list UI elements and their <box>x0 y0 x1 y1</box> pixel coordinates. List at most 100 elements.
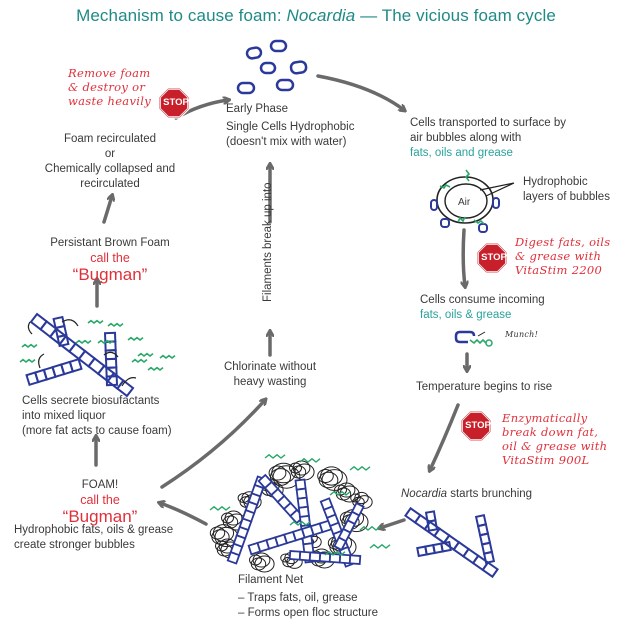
digest-line1: Digest fats, oils <box>515 235 611 249</box>
chlorinate-node: Chlorinate without heavy wasting <box>200 360 340 390</box>
recirculated-line4: recirculated <box>80 178 140 190</box>
arrow-temp-to-branch <box>430 403 460 470</box>
filament-cell <box>426 519 439 532</box>
fat-squiggle <box>324 550 346 556</box>
foam-node: FOAM! call the “Bugman” <box>40 478 160 526</box>
bubble-callout-line2: layers of bubbles <box>523 191 610 203</box>
fat-squiggle <box>97 339 114 345</box>
munch-label: Munch! <box>505 330 539 339</box>
filament-cell <box>56 333 70 348</box>
filaments-break-up-label: Filaments break up into <box>262 182 274 302</box>
branching-node: Nocardia starts brunching <box>401 487 532 502</box>
filament-cell <box>115 379 135 398</box>
filament-cell <box>104 349 118 361</box>
enzymatic-line1: Enzymatically <box>502 411 588 425</box>
filament-cell <box>433 527 451 545</box>
stop-label-2: STOP <box>481 252 507 263</box>
enzymatic-line4: VitaStim 900L <box>502 453 590 467</box>
filament-cell <box>404 506 422 524</box>
biosurf-line3: (more fat acts to cause foam) <box>22 425 172 437</box>
consume-node: Cells consume incoming fats, oils & grea… <box>420 293 545 323</box>
digest-line3: VitaStim 2200 <box>515 263 603 277</box>
fat-squiggle <box>19 358 36 364</box>
fat-squiggle <box>289 520 311 526</box>
fat-squiggle <box>349 465 371 471</box>
remove-action-line3: waste heavily <box>68 94 152 108</box>
enzymatic-action: Enzymatically break down fat, oil & grea… <box>502 411 607 467</box>
remove-action-line2: & destroy or <box>68 80 146 94</box>
secretion-arrows <box>27 319 137 387</box>
arrow-foam-to-chlorinate <box>160 400 265 489</box>
foam-call-the: call the <box>80 493 120 507</box>
filament-cell <box>288 550 302 561</box>
filament-cell <box>348 554 362 565</box>
biosurf-line2: into mixed liquor <box>22 410 106 422</box>
remove-foam-action: Remove foam & destroy or waste heavily <box>68 66 151 108</box>
enzymatic-line3: oil & grease with <box>502 439 608 453</box>
hydrophobic-cells-icon <box>236 39 308 95</box>
fat-squiggle <box>159 354 176 360</box>
fat-squiggle <box>369 543 391 549</box>
filament-cell <box>440 540 452 553</box>
foam-label: FOAM! <box>81 479 119 491</box>
fat-squiggle <box>137 352 154 358</box>
fat-squiggle <box>75 339 92 345</box>
early-phase-node: Early Phase Single Cells Hydrophobic (do… <box>226 102 354 150</box>
biosurfactant-squiggles <box>19 319 176 372</box>
fat-squiggle <box>359 525 381 531</box>
title-prefix: Mechanism to cause foam: <box>76 6 287 25</box>
transported-line1: Cells transported to surface by <box>410 117 566 129</box>
filament-cell <box>328 552 342 564</box>
filament-cell <box>298 550 312 562</box>
enzymatic-line2: break down fat, <box>502 425 599 439</box>
air-bubble-icon <box>430 169 515 233</box>
filament-net-node: Filament Net – Traps fats, oil, grease –… <box>238 573 378 621</box>
filament-cell <box>481 561 499 579</box>
fat-squiggle <box>147 366 164 372</box>
branching-filament-icon <box>404 506 499 579</box>
biosurfactant-filament-icon <box>25 312 135 398</box>
filament-cell <box>452 540 470 558</box>
fat-squiggle <box>131 358 148 364</box>
filament-net-chains <box>226 473 365 568</box>
recirculated-node: Foam recirculated or Chemically collapse… <box>20 132 200 192</box>
digest-line2: & grease with <box>515 249 602 263</box>
fat-squiggle <box>209 505 231 511</box>
remove-action-line1: Remove foam <box>68 66 151 80</box>
chlorinate-line1: Chlorinate without <box>223 361 317 373</box>
fat-squiggle <box>299 457 321 463</box>
fat-squiggle <box>264 453 286 459</box>
arrow-persistent-up <box>102 196 112 224</box>
filament-cell <box>77 349 97 368</box>
persistent-bugman: “Bugman” <box>72 265 148 284</box>
recirculated-line2: or <box>104 148 116 160</box>
arrow-branch-to-net <box>380 518 406 528</box>
early-phase-label: Early Phase <box>226 103 289 115</box>
fat-squiggle <box>329 490 351 496</box>
fat-squiggle <box>107 322 124 328</box>
branching-rest: starts brunching <box>447 488 533 500</box>
chlorinate-line2: heavy wasting <box>233 376 307 388</box>
recirculated-line1: Foam recirculated <box>63 133 157 145</box>
biosurf-line1: Cells secrete biosufactants <box>22 395 160 407</box>
bubble-callout-line1: Hydrophobic <box>523 176 588 188</box>
stop-label-3: STOP <box>465 420 491 431</box>
foam-bugman: “Bugman” <box>62 507 138 526</box>
filament-cell <box>338 553 352 565</box>
filament-cell <box>462 547 480 565</box>
branching-organism: Nocardia <box>401 488 448 500</box>
foam-desc-line1: Hydrophobic fats, oils & grease <box>14 524 174 536</box>
air-label: Air <box>458 197 471 208</box>
biosurfactants-node: Cells secrete biosufactants into mixed l… <box>22 394 172 439</box>
recirculated-line3: Chemically collapsed and <box>44 163 176 175</box>
stop-label-1: STOP <box>163 97 189 108</box>
digest-action: Digest fats, oils & grease with VitaStim… <box>515 235 610 277</box>
persistent-foam-label: Persistant Brown Foam <box>50 237 170 249</box>
filament-cell <box>482 550 496 565</box>
temperature-node: Temperature begins to rise <box>416 381 553 393</box>
filament-cell <box>333 536 348 552</box>
transported-highlight: fats, oils and grease <box>410 147 513 159</box>
persistent-foam-node: Persistant Brown Foam call the “Bugman” <box>20 236 200 284</box>
munching-cell-icon <box>454 330 493 347</box>
filament-net-bullet1: – Traps fats, oil, grease <box>238 592 358 604</box>
